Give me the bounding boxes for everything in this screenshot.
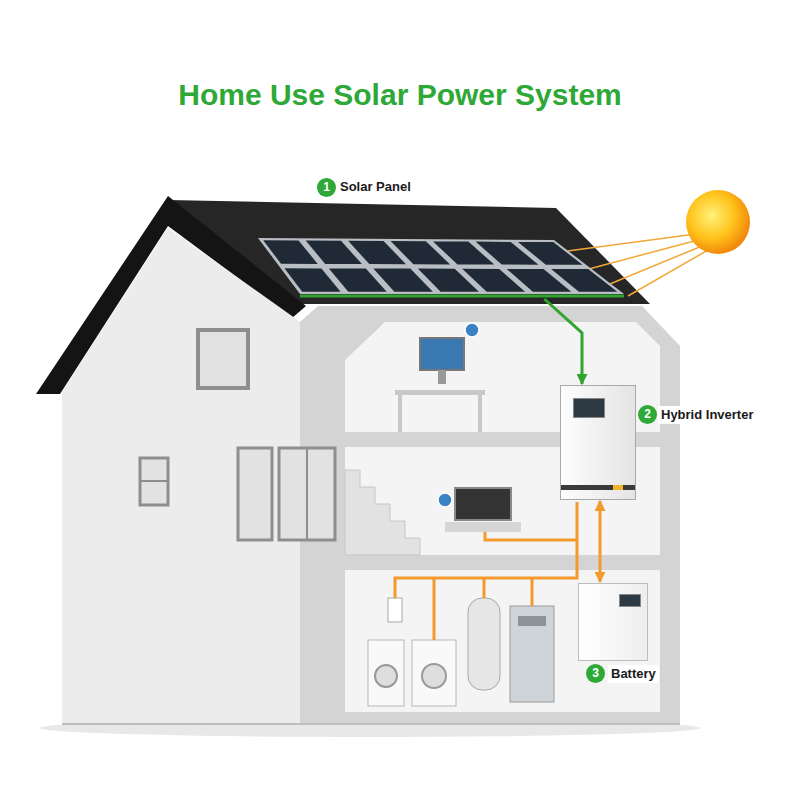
house-wall — [62, 228, 300, 724]
tv-stand — [445, 522, 521, 532]
cutaway-wall — [300, 306, 680, 724]
dryer — [412, 640, 456, 706]
wire — [485, 532, 577, 540]
room — [345, 570, 660, 712]
monitor — [420, 338, 464, 370]
component-label: Hybrid Inverter — [658, 406, 756, 424]
wire — [433, 578, 436, 640]
desk — [395, 390, 485, 395]
sun — [686, 190, 750, 254]
inverter-accent — [613, 485, 623, 490]
ray — [605, 246, 702, 286]
panel-cable — [300, 295, 624, 298]
monitor-stand — [438, 370, 446, 384]
solar-panel-array — [248, 236, 628, 298]
washing-machine — [368, 640, 404, 706]
callout-number: 2 — [638, 405, 657, 424]
water-tank — [468, 598, 500, 690]
thermostat — [388, 598, 402, 622]
window — [140, 458, 168, 505]
wire — [531, 578, 534, 606]
solar-panel: Solar Panel — [248, 236, 628, 298]
network-icon — [438, 493, 452, 507]
hybrid-inverter: Hybrid Inverter — [560, 385, 636, 500]
base-line — [62, 723, 680, 725]
desk-leg — [478, 395, 482, 432]
solar-cell — [518, 242, 583, 265]
house-wiring — [395, 502, 577, 640]
tv — [455, 488, 511, 520]
wire — [395, 502, 577, 598]
solar-cell — [551, 269, 617, 292]
machine-door — [422, 664, 446, 688]
component-label: Battery — [608, 665, 659, 683]
connector-arrow — [599, 501, 602, 582]
desk-leg — [398, 395, 402, 432]
window — [198, 330, 248, 388]
machine-door — [375, 665, 397, 687]
battery-unit: Battery — [578, 583, 648, 661]
wire — [483, 578, 486, 598]
network-icon — [465, 323, 479, 337]
inverter-stripe — [561, 485, 635, 490]
stairs — [345, 470, 420, 555]
window — [238, 448, 272, 540]
callout-number: 3 — [586, 664, 605, 683]
boiler — [510, 606, 554, 702]
panel-frame — [258, 238, 624, 294]
window-bar — [306, 448, 308, 540]
ray — [560, 234, 696, 252]
inverter-screen — [573, 398, 605, 418]
battery-screen — [619, 594, 641, 607]
boiler-panel — [518, 616, 546, 626]
component-label: Solar Panel — [337, 178, 414, 196]
ray — [628, 250, 708, 296]
window-bar — [140, 480, 168, 482]
callout-number: 1 — [317, 178, 336, 197]
diagram-title: Home Use Solar Power System — [0, 78, 800, 112]
window — [279, 448, 335, 540]
connector-arrow — [544, 299, 582, 384]
